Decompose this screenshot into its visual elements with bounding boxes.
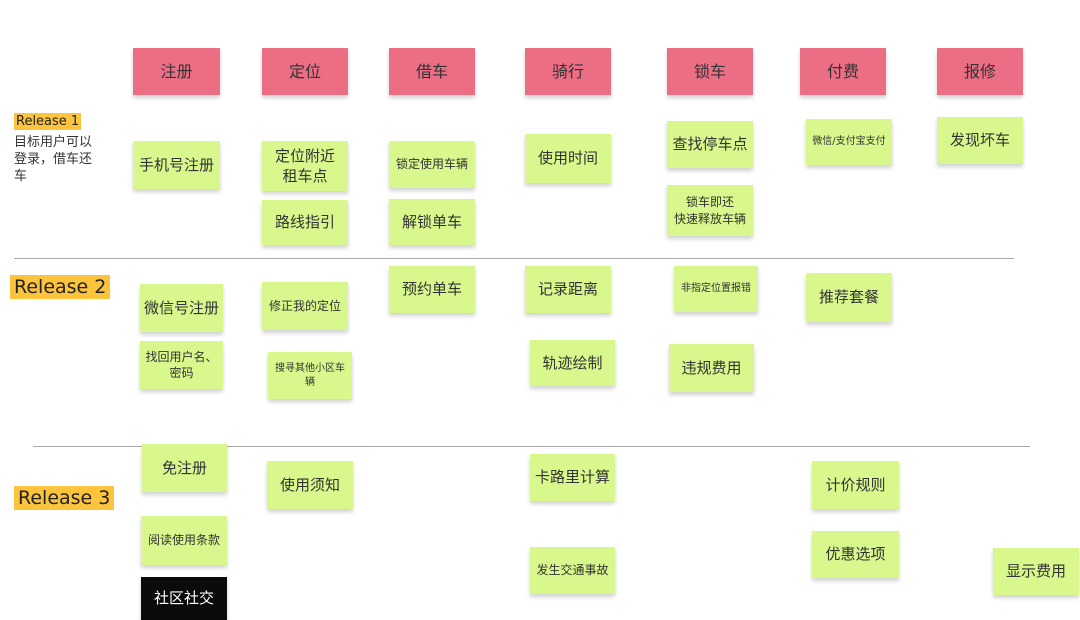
story-route-guide[interactable]: 路线指引 (262, 200, 348, 245)
story-usage-time[interactable]: 使用时间 (525, 134, 611, 183)
story-discount-options[interactable]: 优惠选项 (812, 531, 899, 578)
story-register-phone[interactable]: 手机号注册 (133, 141, 220, 189)
activity-lock[interactable]: 锁车 (667, 48, 753, 95)
activity-borrow[interactable]: 借车 (389, 48, 475, 95)
release-1-description: 目标用户可以 登录，借车还 车 (14, 135, 93, 184)
story-read-terms[interactable]: 阅读使用条款 (141, 516, 227, 565)
story-register-wechat[interactable]: 微信号注册 (140, 284, 223, 332)
release-2-divider (33, 446, 1030, 447)
release-3-label: Release 3 (14, 486, 115, 510)
story-no-register[interactable]: 免注册 (142, 444, 227, 492)
activity-locate[interactable]: 定位 (262, 48, 348, 95)
release-1-divider (14, 258, 1014, 259)
story-fix-location[interactable]: 修正我的定位 (262, 282, 348, 330)
activity-ride[interactable]: 骑行 (525, 48, 611, 95)
story-show-cost[interactable]: 显示费用 (993, 548, 1079, 595)
story-search-other-area[interactable]: 搜寻其他小区车辆 (268, 352, 352, 399)
release-2-label: Release 2 (10, 275, 111, 299)
story-traffic-accident[interactable]: 发生交通事故 (530, 547, 615, 594)
story-usage-notice[interactable]: 使用须知 (267, 461, 353, 509)
story-violation-fee[interactable]: 违规费用 (669, 344, 754, 392)
story-report-broken[interactable]: 发现坏车 (937, 117, 1023, 164)
story-pricing-rules[interactable]: 计价规则 (812, 461, 899, 509)
story-record-distance[interactable]: 记录距离 (525, 266, 611, 313)
story-unlock-bike[interactable]: 解锁单车 (389, 199, 475, 245)
story-lock-vehicle[interactable]: 锁定使用车辆 (389, 141, 475, 188)
activity-repair[interactable]: 报修 (937, 48, 1023, 95)
story-find-parking[interactable]: 查找停车点 (667, 121, 753, 168)
story-non-designated-report[interactable]: 非指定位置报错 (674, 266, 758, 312)
story-locate-nearby[interactable]: 定位附近 租车点 (262, 141, 348, 191)
story-draw-track[interactable]: 轨迹绘制 (530, 340, 615, 386)
story-reserve-bike[interactable]: 预约单车 (389, 266, 475, 313)
release-1-label: Release 1 (14, 113, 82, 130)
activity-register[interactable]: 注册 (133, 48, 220, 95)
activity-pay[interactable]: 付费 (800, 48, 886, 95)
story-recommend-package[interactable]: 推荐套餐 (806, 273, 892, 322)
story-community-social[interactable]: 社区社交 (141, 577, 227, 620)
story-lock-return[interactable]: 锁车即还 快速释放车辆 (667, 185, 753, 236)
story-recover-account[interactable]: 找回用户名、 密码 (140, 341, 223, 389)
story-pay-wechat-alipay[interactable]: 微信/支付宝支付 (806, 119, 892, 165)
story-calorie-calc[interactable]: 卡路里计算 (530, 454, 615, 501)
